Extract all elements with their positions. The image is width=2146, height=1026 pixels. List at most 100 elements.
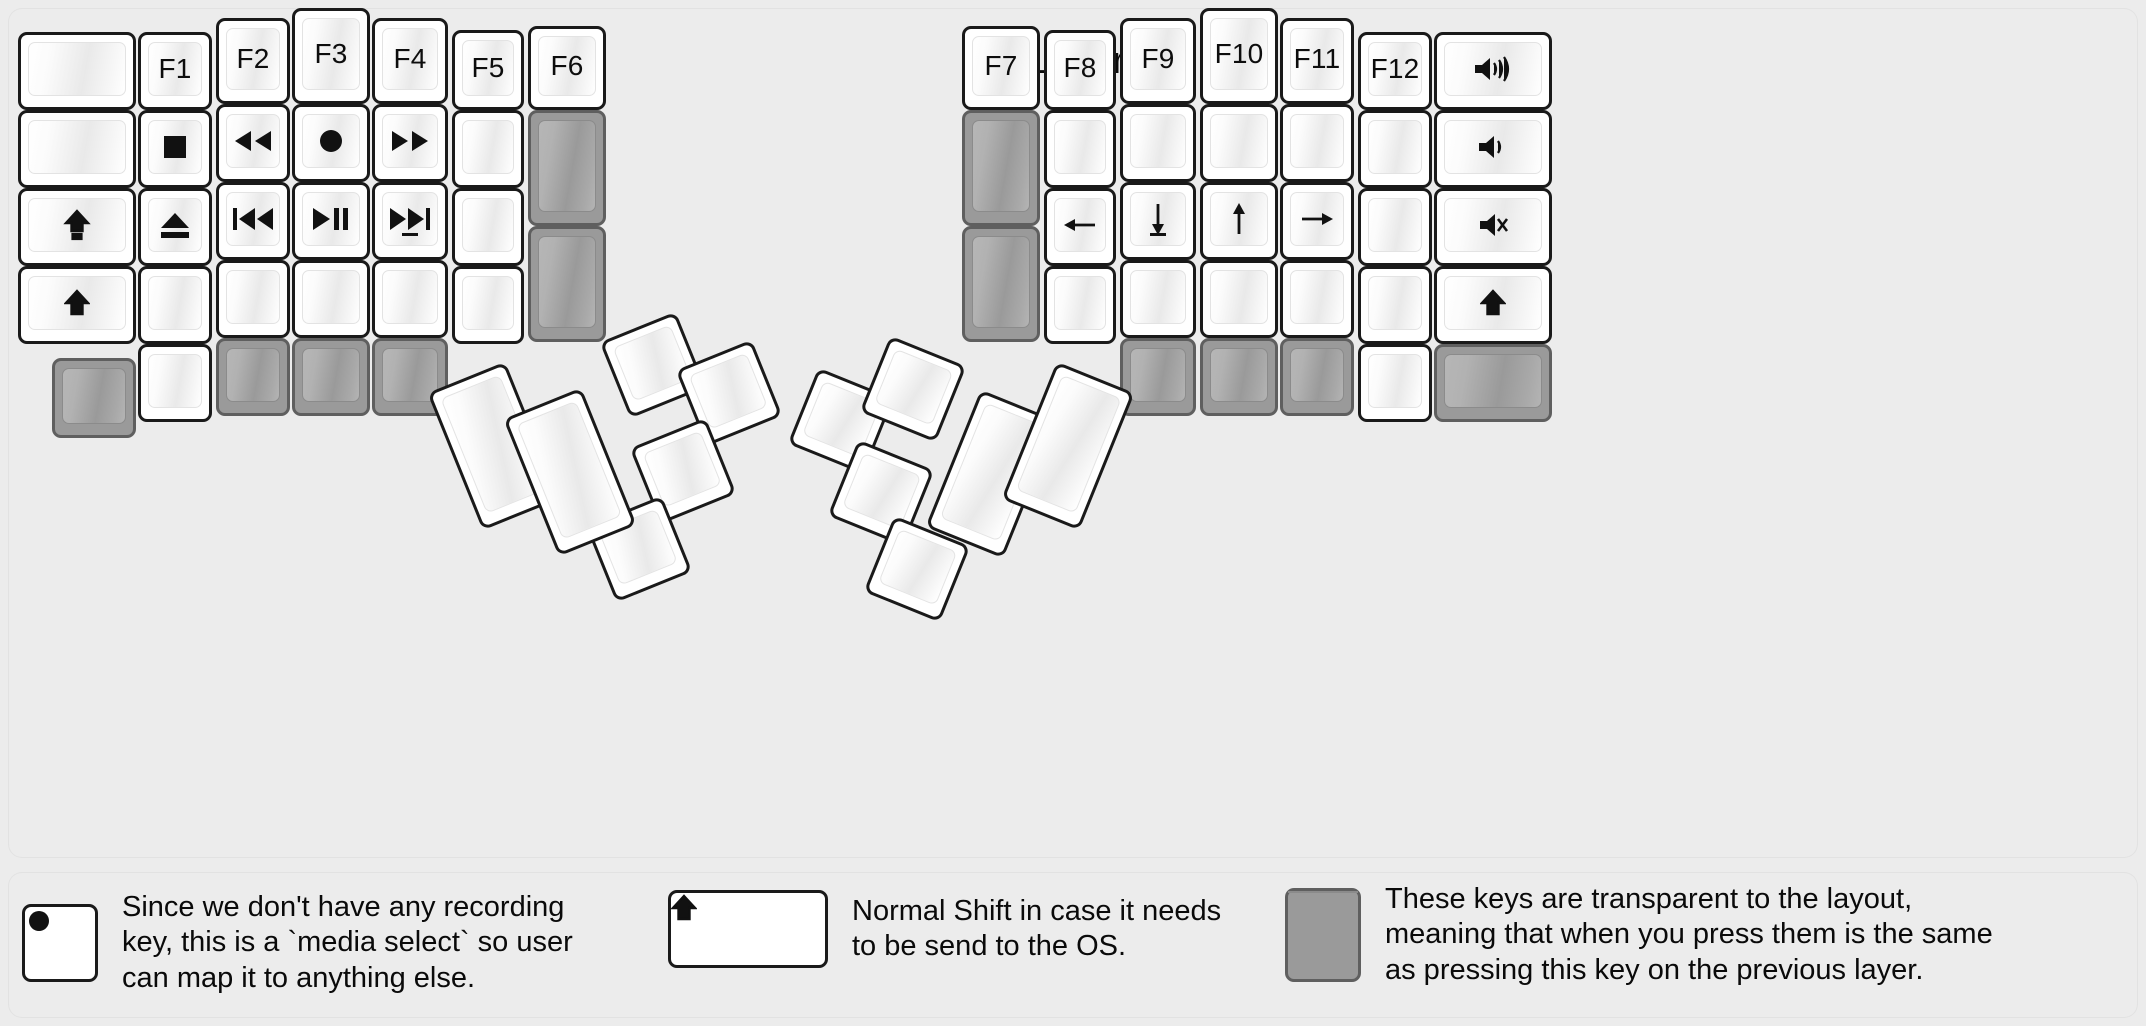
key-cap xyxy=(462,120,514,174)
key-left-col-ring-3[interactable] xyxy=(216,260,290,338)
key-left-col-pinky-4[interactable] xyxy=(138,344,212,422)
key-left-col-pinky-outer-0[interactable] xyxy=(18,32,136,110)
key-left-col-ring-2[interactable] xyxy=(216,182,290,260)
key-left-col-pinky-3[interactable] xyxy=(138,266,212,344)
key-left-transparent-thumb[interactable] xyxy=(52,358,136,438)
key-right-col-index-0[interactable]: F9 xyxy=(1120,18,1196,104)
key-right-col-inner-3[interactable] xyxy=(1044,266,1116,344)
arrow-down-icon xyxy=(1130,192,1186,246)
key-right-col-pinky-outer-3[interactable] xyxy=(1434,266,1552,344)
key-label: F2 xyxy=(236,43,270,74)
key-cap xyxy=(1210,270,1268,324)
key-left-col-pinky-2[interactable] xyxy=(138,188,212,266)
record-dot-icon xyxy=(25,907,95,935)
key-left-col-inner-2[interactable] xyxy=(452,188,524,266)
key-right-col-ring-3[interactable] xyxy=(1280,260,1354,338)
key-left-col-middle-0[interactable]: F3 xyxy=(292,8,370,104)
media-next-track-icon xyxy=(382,192,438,246)
key-right-col-pinky-1[interactable] xyxy=(1358,110,1432,188)
key-label: F9 xyxy=(1141,43,1175,74)
key-cap: F5 xyxy=(462,40,514,96)
shift-arrow-icon xyxy=(1444,276,1542,330)
key-left-col-index-2[interactable] xyxy=(372,182,448,260)
key-cap: F1 xyxy=(148,42,202,96)
legend-text-transparent: These keys are transparent to the layout… xyxy=(1385,883,1993,986)
key-left-col-middle-4[interactable] xyxy=(292,338,370,416)
key-cap xyxy=(688,352,768,430)
key-cap xyxy=(1130,348,1186,402)
key-left-col-ring-4[interactable] xyxy=(216,338,290,416)
key-right-col-innermost-1[interactable] xyxy=(962,110,1040,226)
key-underbar xyxy=(1150,233,1166,236)
key-right-col-middle-0[interactable]: F10 xyxy=(1200,8,1278,104)
key-right-col-middle-2[interactable] xyxy=(1200,182,1278,260)
key-left-col-pinky-outer-3[interactable] xyxy=(18,266,136,344)
key-right-col-middle-4[interactable] xyxy=(1200,338,1278,416)
key-right-col-ring-1[interactable] xyxy=(1280,104,1354,182)
key-right-col-pinky-outer-2[interactable] xyxy=(1434,188,1552,266)
key-right-col-ring-0[interactable]: F11 xyxy=(1280,18,1354,104)
key-left-col-innermost-1[interactable] xyxy=(528,110,606,226)
key-left-col-index-3[interactable] xyxy=(372,260,448,338)
key-right-col-middle-3[interactable] xyxy=(1200,260,1278,338)
key-right-col-pinky-outer-0[interactable] xyxy=(1434,32,1552,110)
key-left-col-middle-3[interactable] xyxy=(292,260,370,338)
arrow-right-icon xyxy=(1290,192,1344,246)
key-right-col-innermost-2[interactable] xyxy=(962,226,1040,342)
key-right-col-pinky-3[interactable] xyxy=(1358,266,1432,344)
key-cap xyxy=(972,236,1030,328)
key-right-col-innermost-0[interactable]: F7 xyxy=(962,26,1040,110)
shift-arrow-icon xyxy=(671,893,825,923)
key-right-col-index-3[interactable] xyxy=(1120,260,1196,338)
key-left-col-pinky-outer-1[interactable] xyxy=(18,110,136,188)
key-cap xyxy=(1290,114,1344,168)
key-left-col-inner-1[interactable] xyxy=(452,110,524,188)
media-fast-forward-icon xyxy=(382,114,438,168)
key-right-col-ring-2[interactable] xyxy=(1280,182,1354,260)
key-right-col-index-4[interactable] xyxy=(1120,338,1196,416)
key-left-col-ring-1[interactable] xyxy=(216,104,290,182)
key-left-col-index-4[interactable] xyxy=(372,338,448,416)
key-left-col-innermost-0[interactable]: F6 xyxy=(528,26,606,110)
key-left-col-index-0[interactable]: F4 xyxy=(372,18,448,104)
key-label: F4 xyxy=(393,43,427,74)
key-cap xyxy=(28,120,126,174)
shift-arrow-icon xyxy=(28,276,126,330)
key-right-col-pinky-4[interactable] xyxy=(1358,344,1432,422)
key-cap xyxy=(1290,270,1344,324)
key-right-col-pinky-0[interactable]: F12 xyxy=(1358,32,1432,110)
key-cap xyxy=(148,276,202,330)
key-left-col-innermost-2[interactable] xyxy=(528,226,606,342)
key-right-col-index-2[interactable] xyxy=(1120,182,1196,260)
key-right-col-index-1[interactable] xyxy=(1120,104,1196,182)
key-label: F3 xyxy=(314,38,348,69)
key-left-col-inner-0[interactable]: F5 xyxy=(452,30,524,110)
key-cap xyxy=(382,270,438,324)
key-left-col-pinky-outer-2[interactable] xyxy=(18,188,136,266)
key-left-col-inner-3[interactable] xyxy=(452,266,524,344)
key-right-col-middle-1[interactable] xyxy=(1200,104,1278,182)
key-left-col-middle-1[interactable] xyxy=(292,104,370,182)
key-left-col-middle-2[interactable] xyxy=(292,182,370,260)
key-right-col-pinky-outer-4[interactable] xyxy=(1434,344,1552,422)
key-right-col-inner-1[interactable] xyxy=(1044,110,1116,188)
key-label: F6 xyxy=(550,50,584,81)
key-left-col-index-1[interactable] xyxy=(372,104,448,182)
key-cap xyxy=(874,348,954,426)
key-right-col-inner-2[interactable] xyxy=(1044,188,1116,266)
key-label: F5 xyxy=(471,52,505,83)
key-right-col-pinky-outer-1[interactable] xyxy=(1434,110,1552,188)
key-right-col-pinky-2[interactable] xyxy=(1358,188,1432,266)
key-left-col-pinky-0[interactable]: F1 xyxy=(138,32,212,110)
key-cap xyxy=(462,276,514,330)
key-cap xyxy=(1368,198,1422,252)
key-cap xyxy=(538,120,596,212)
key-cap: F3 xyxy=(302,18,360,90)
key-left-col-pinky-1[interactable] xyxy=(138,110,212,188)
key-left-col-ring-0[interactable]: F2 xyxy=(216,18,290,104)
key-right-col-ring-4[interactable] xyxy=(1280,338,1354,416)
arrow-left-icon xyxy=(1054,198,1106,252)
key-cap xyxy=(878,528,958,606)
key-right-col-inner-0[interactable]: F8 xyxy=(1044,30,1116,110)
transparent-key-face xyxy=(1288,891,1358,894)
